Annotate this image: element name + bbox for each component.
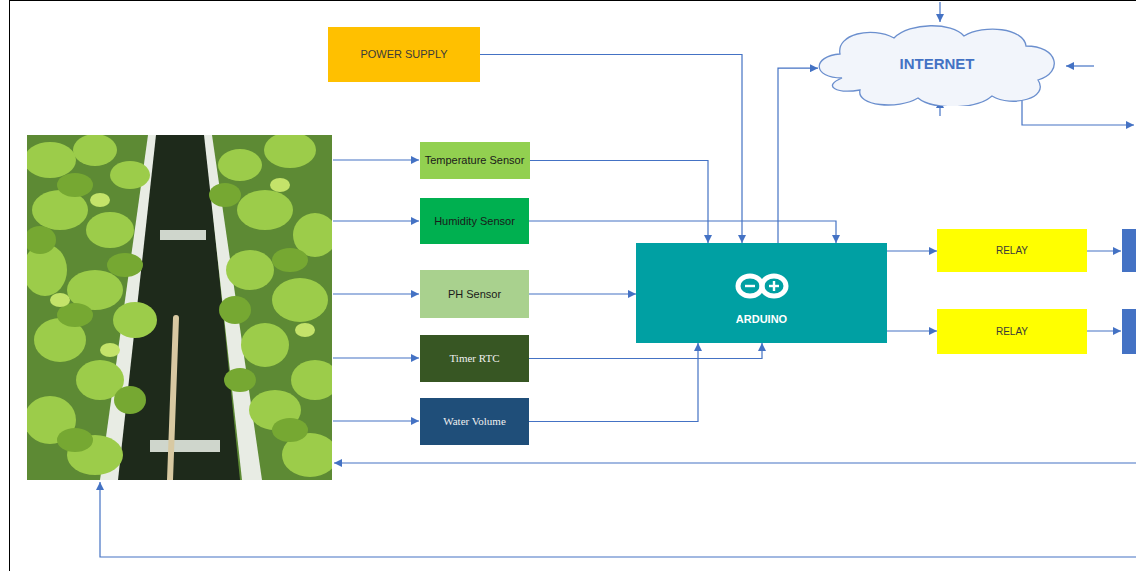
- internet-cloud: INTERNET: [812, 22, 1062, 106]
- output-box: [1122, 309, 1136, 354]
- connector-arrow: [529, 343, 762, 359]
- relay-output-wire: [1087, 251, 1121, 331]
- sensor-box: Humidity Sensor: [420, 198, 529, 244]
- node-label: INTERNET: [900, 55, 975, 72]
- sensor-box: PH Sensor: [420, 270, 529, 318]
- node-label: Temperature Sensor: [425, 154, 525, 167]
- connector-arrow: [887, 330, 937, 331]
- connector-arrow: [529, 221, 836, 243]
- arduino-board: ARDUINO: [636, 243, 887, 343]
- node-label: ARDUINO: [736, 313, 787, 326]
- frame-line: [9, 0, 1136, 1]
- timer-box: Timer RTC: [420, 335, 529, 382]
- connector-arrow: [778, 68, 818, 243]
- node-label: Humidity Sensor: [434, 215, 515, 228]
- frame-line: [9, 0, 10, 571]
- plant-photo: [23, 132, 339, 480]
- relay-box: RELAY: [937, 229, 1087, 272]
- sensor-box: Water Volume: [420, 398, 529, 445]
- node-label: Timer RTC: [450, 352, 500, 365]
- relay-box: RELAY: [937, 309, 1087, 354]
- connector-arrow: [887, 250, 937, 251]
- connector-arrow: [529, 293, 636, 294]
- return-wire: [100, 463, 1136, 557]
- connector-arrow: [530, 161, 709, 244]
- output-box: [1122, 229, 1136, 272]
- node-label: PH Sensor: [448, 288, 501, 301]
- power-supply-box: POWER SUPPLY: [328, 27, 480, 82]
- node-label: RELAY: [996, 245, 1028, 257]
- node-label: POWER SUPPLY: [360, 48, 447, 61]
- sensor-wire: [333, 160, 419, 421]
- node-label: Water Volume: [443, 415, 506, 428]
- connector-arrow: [529, 343, 698, 422]
- sensor-box: Temperature Sensor: [420, 142, 530, 179]
- node-label: RELAY: [996, 326, 1028, 338]
